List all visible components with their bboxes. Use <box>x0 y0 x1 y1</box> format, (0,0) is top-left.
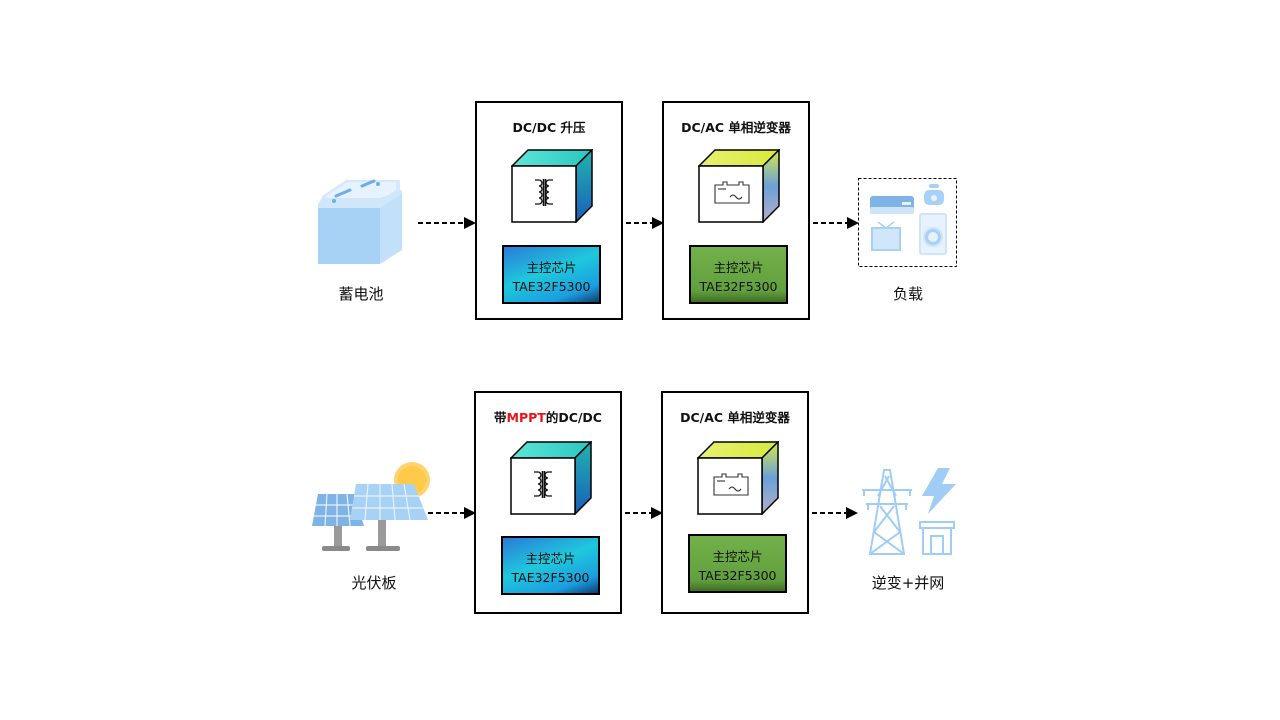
source-label-battery: 蓄电池 <box>338 285 384 303</box>
chip-label: 主控芯片 <box>525 551 576 566</box>
arrow-dcdc-to-inverter <box>626 217 664 229</box>
title-suffix: 的DC/DC <box>545 410 602 425</box>
transformer-icon <box>511 149 593 223</box>
dcac-inverter-block: DC/AC 单相逆变器 主控芯片 TAE32F5300 <box>662 101 810 320</box>
battery-icon <box>318 179 402 264</box>
main-chip: 主控芯片 TAE32F5300 <box>502 245 601 304</box>
inverter-icon <box>698 149 780 223</box>
target-label-load: 负载 <box>892 285 923 303</box>
main-chip: 主控芯片 TAE32F5300 <box>689 245 788 304</box>
block-title: DC/AC 单相逆变器 <box>680 410 790 425</box>
mppt-dcdc-block: 带MPPT的DC/DC 主控芯片 TAE32F5300 <box>474 391 622 614</box>
solar-panel-icon <box>312 462 430 551</box>
block-title: DC/DC 升压 <box>512 120 586 135</box>
block-title: DC/AC 单相逆变器 <box>681 120 791 135</box>
chip-model: TAE32F5300 <box>698 568 777 583</box>
chip-model: TAE32F5300 <box>512 279 591 294</box>
arrow-inverter-to-load <box>813 217 859 229</box>
dcac-inverter-block-2: DC/AC 单相逆变器 主控芯片 TAE32F5300 <box>661 391 809 614</box>
chip-model: TAE32F5300 <box>511 570 590 585</box>
main-chip: 主控芯片 TAE32F5300 <box>688 534 787 593</box>
power-grid-icon <box>862 468 956 555</box>
inverter-icon <box>697 441 779 515</box>
main-chip: 主控芯片 TAE32F5300 <box>501 536 600 595</box>
arrow-solar-to-dcdc <box>428 507 476 519</box>
chip-model: TAE32F5300 <box>699 279 778 294</box>
transformer-icon <box>510 441 592 515</box>
dcdc-boost-block: DC/DC 升压 主控芯片 TAE32F5300 <box>475 101 623 320</box>
arrow-dcdc-to-inverter-2 <box>625 507 663 519</box>
arrow-battery-to-dcdc <box>418 217 476 229</box>
target-label-grid: 逆变+并网 <box>871 574 945 592</box>
appliances-icon <box>858 178 957 267</box>
chip-label: 主控芯片 <box>712 549 763 564</box>
chip-label: 主控芯片 <box>526 260 577 275</box>
source-label-solar: 光伏板 <box>351 574 397 592</box>
chip-label: 主控芯片 <box>713 260 764 275</box>
title-prefix: 带 <box>494 410 507 425</box>
title-highlight-mppt: MPPT <box>506 410 546 425</box>
arrow-inverter-to-grid <box>812 507 858 519</box>
block-title: 带MPPT的DC/DC <box>476 407 620 426</box>
